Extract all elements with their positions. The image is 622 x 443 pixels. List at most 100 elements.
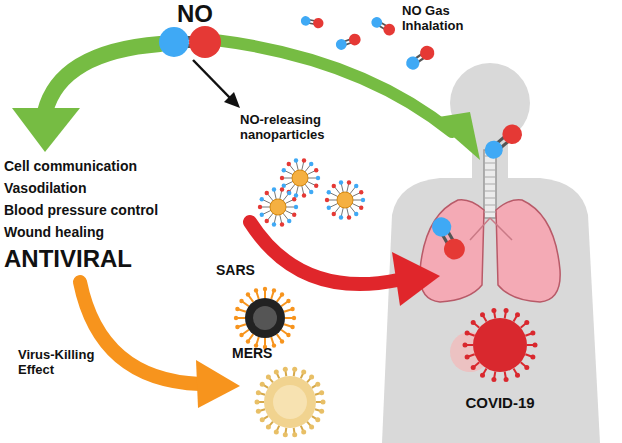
label: Vasodilation — [4, 180, 204, 196]
no-end — [354, 212, 358, 216]
particle-core — [292, 170, 308, 186]
nanoparticles — [258, 158, 365, 226]
spike-tip — [266, 424, 271, 429]
no-end — [287, 191, 291, 195]
label: Virus-Killing Effect — [18, 348, 110, 378]
lungs — [420, 150, 560, 302]
ring — [484, 184, 496, 185]
no-end — [361, 198, 365, 202]
virus-body — [264, 376, 316, 428]
no-end — [287, 162, 291, 166]
no-end — [325, 198, 329, 202]
spike-tip — [260, 382, 265, 387]
spike-tip — [524, 365, 529, 370]
no-end — [316, 176, 320, 180]
spike-tip — [530, 354, 535, 359]
label: MERS — [232, 345, 292, 361]
covid-virus — [450, 318, 527, 372]
no-end — [280, 176, 284, 180]
no-end — [327, 206, 331, 210]
spike-tip — [504, 308, 509, 313]
spike-tip — [256, 390, 261, 395]
n-atom — [404, 54, 422, 72]
spike-tip — [524, 320, 529, 325]
label: SARS — [216, 262, 276, 278]
spike-tip — [256, 409, 261, 414]
spike-tip — [274, 430, 279, 435]
spike-tip — [463, 343, 468, 348]
spike-tip — [286, 299, 290, 303]
label: ANTIVIRAL — [4, 245, 204, 273]
spike-tip — [290, 325, 294, 329]
spike-tip — [254, 288, 258, 292]
no-end — [327, 190, 331, 194]
spike-tip — [480, 373, 485, 378]
o-atom — [498, 121, 525, 148]
no-end — [260, 213, 264, 217]
label: Wound healing — [4, 224, 204, 240]
no-end — [332, 212, 336, 216]
spike-tip — [465, 331, 470, 336]
spike-tip — [309, 424, 314, 429]
spike-tip — [321, 400, 326, 405]
spike-tip — [315, 417, 320, 422]
ring — [484, 191, 496, 192]
label: NO — [160, 0, 230, 28]
no-end — [292, 213, 296, 217]
spike-tip — [234, 316, 238, 320]
no-end — [265, 191, 269, 195]
n-atom — [369, 15, 384, 30]
spike-tip — [515, 312, 520, 317]
spike-tip — [491, 377, 496, 382]
no-end — [258, 205, 262, 209]
spike-tip — [272, 288, 276, 292]
no-end — [292, 197, 296, 201]
spike-tip — [235, 307, 239, 311]
no-molecule — [334, 32, 362, 52]
spike-tip — [504, 377, 509, 382]
spike-tip — [266, 375, 271, 380]
n-atom — [300, 15, 311, 26]
no-end — [280, 222, 284, 226]
no-molecules — [300, 15, 526, 264]
no-end — [272, 187, 276, 191]
spike-tip — [471, 365, 476, 370]
no-end — [282, 168, 286, 172]
no-molecule — [369, 15, 397, 38]
ring — [484, 170, 496, 171]
spike-tip — [239, 299, 243, 303]
spike-tip — [301, 369, 306, 374]
spike-tip — [280, 292, 284, 296]
spike-tip — [246, 292, 250, 296]
label: NO Gas Inhalation — [402, 4, 482, 34]
no-end — [347, 180, 351, 184]
label: NO-releasing nanoparticles — [240, 113, 340, 143]
ring — [484, 177, 496, 178]
label: Cell communication — [4, 158, 204, 174]
spike-tip — [239, 333, 243, 337]
no-end — [309, 190, 313, 194]
n-atom — [428, 214, 454, 240]
no-end — [354, 184, 358, 188]
o-atom — [381, 22, 397, 38]
no-end — [359, 206, 363, 210]
no-end — [287, 219, 291, 223]
no-end — [339, 180, 343, 184]
no-molecule — [481, 121, 526, 163]
no-end — [339, 215, 343, 219]
spike-tip — [292, 367, 297, 372]
no-end — [280, 187, 284, 191]
ring — [484, 205, 496, 206]
spike-tip — [530, 331, 535, 336]
no-end — [265, 219, 269, 223]
spike-tip — [260, 417, 265, 422]
no-molecule — [159, 26, 221, 58]
no-end — [294, 158, 298, 162]
o-atom — [312, 17, 324, 29]
no-end — [314, 168, 318, 172]
no-end — [314, 184, 318, 188]
no-molecule — [300, 15, 324, 29]
no-end — [359, 190, 363, 194]
virus-body — [245, 298, 285, 338]
